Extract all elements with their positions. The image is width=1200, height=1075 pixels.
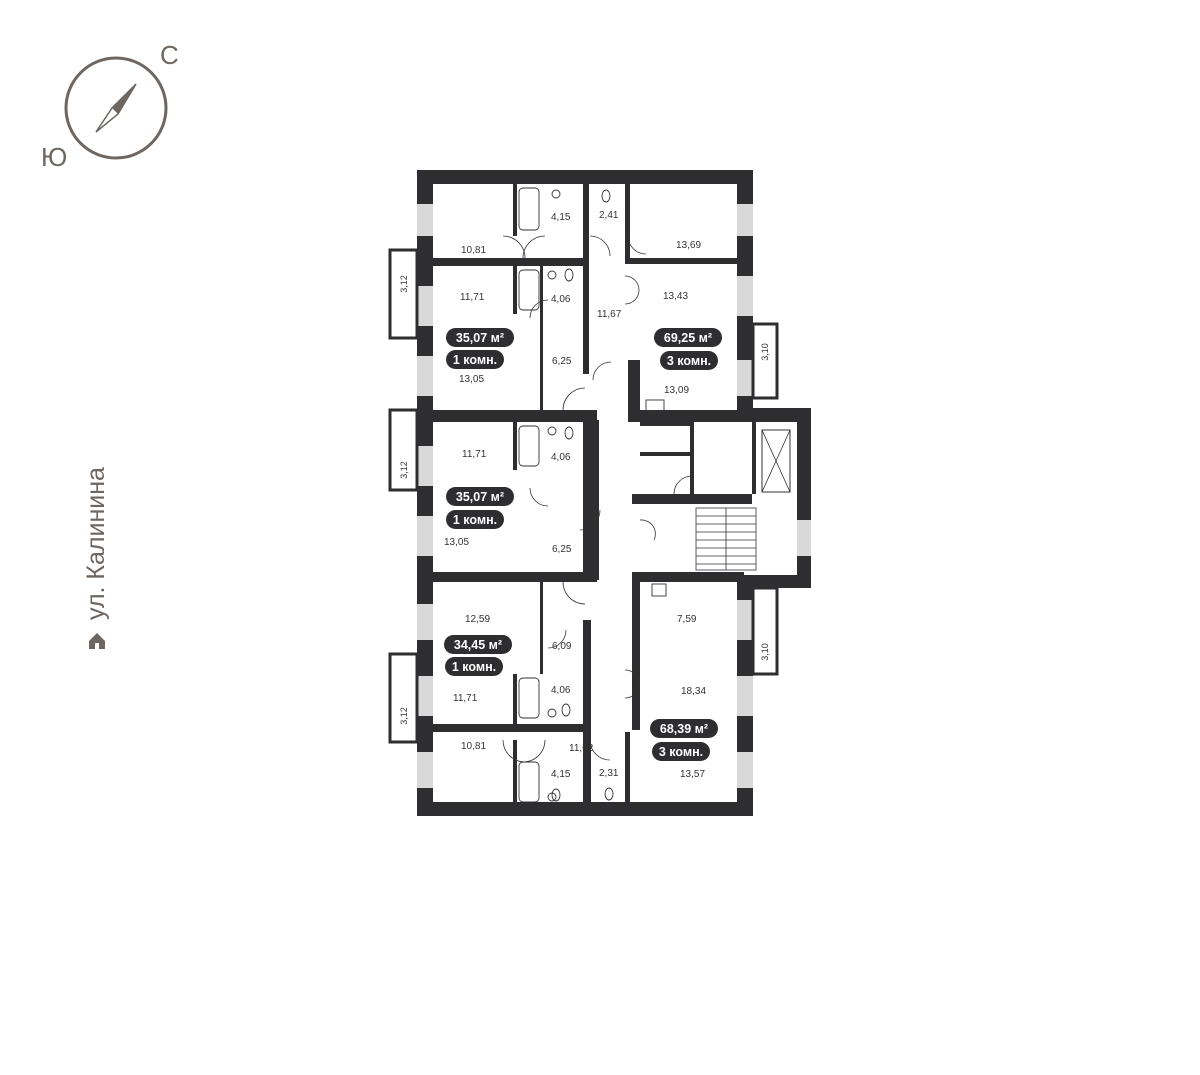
room-area: 11,62: [569, 743, 594, 754]
apartment-rooms: 1 комн.: [453, 513, 497, 527]
compass: С Ю: [41, 40, 179, 172]
room-area: 2,41: [599, 210, 619, 221]
room-area: 2,31: [599, 768, 619, 779]
bathroom-fixtures: [518, 187, 667, 803]
balcony-area: 3,12: [399, 707, 409, 725]
door-swings: [502, 235, 693, 763]
room-area: 13,05: [459, 374, 484, 385]
apartment-area: 34,45 м²: [454, 638, 502, 652]
room-area: 7,59: [677, 614, 697, 625]
apartment-rooms: 3 комн.: [659, 745, 703, 759]
stairs-icon: [695, 507, 757, 571]
room-area: 4,06: [551, 685, 571, 696]
street-label: ул. Калинина: [82, 467, 111, 652]
elevator-icon: [761, 429, 791, 493]
apartment-rooms: 3 комн.: [667, 354, 711, 368]
room-labels: 10,81 4,15 2,41 13,69 11,71 4,06 11,67 1…: [444, 210, 706, 780]
room-area: 12,59: [465, 614, 490, 625]
apartment-area: 35,07 м²: [456, 331, 504, 345]
room-area: 11,71: [460, 292, 485, 303]
room-area: 6,25: [552, 356, 572, 367]
room-area: 11,71: [462, 449, 487, 460]
apartment-badges: 35,07 м² 1 комн. 69,25 м² 3 комн. 35,07 …: [444, 328, 722, 761]
compass-north-label: С: [160, 40, 179, 70]
room-area: 10,81: [461, 741, 486, 752]
balconies: 3,12 3,10 3,12 3,12 3,10: [388, 248, 779, 744]
balcony-area: 3,12: [399, 275, 409, 293]
room-area: 4,06: [551, 452, 571, 463]
room-area: 4,15: [551, 212, 571, 223]
apartment-area: 69,25 м²: [664, 331, 712, 345]
room-area: 13,09: [664, 385, 689, 396]
apartment-rooms: 1 комн.: [453, 353, 497, 367]
room-area: 18,34: [681, 686, 706, 697]
room-area: 10,81: [461, 245, 486, 256]
room-area: 4,15: [551, 769, 571, 780]
balcony-area: 3,10: [760, 643, 770, 661]
compass-arrow-icon: [95, 83, 137, 133]
apartment-rooms: 1 комн.: [452, 660, 496, 674]
room-area: 4,06: [551, 294, 571, 305]
room-area: 6,25: [552, 544, 572, 555]
street-name: ул. Калинина: [82, 467, 110, 620]
compass-south-label: Ю: [41, 142, 67, 172]
apartment-area: 35,07 м²: [456, 490, 504, 504]
building: [417, 170, 811, 816]
room-area: 6,09: [552, 641, 572, 652]
room-area: 13,69: [676, 240, 701, 251]
room-area: 11,67: [597, 309, 622, 320]
room-area: 13,57: [680, 769, 705, 780]
room-area: 13,05: [444, 537, 469, 548]
balcony-area: 3,10: [760, 343, 770, 361]
room-area: 13,43: [663, 291, 688, 302]
balcony-area: 3,12: [399, 461, 409, 479]
apartment-area: 68,39 м²: [660, 722, 708, 736]
home-icon: [86, 630, 108, 652]
room-area: 11,71: [453, 693, 478, 704]
